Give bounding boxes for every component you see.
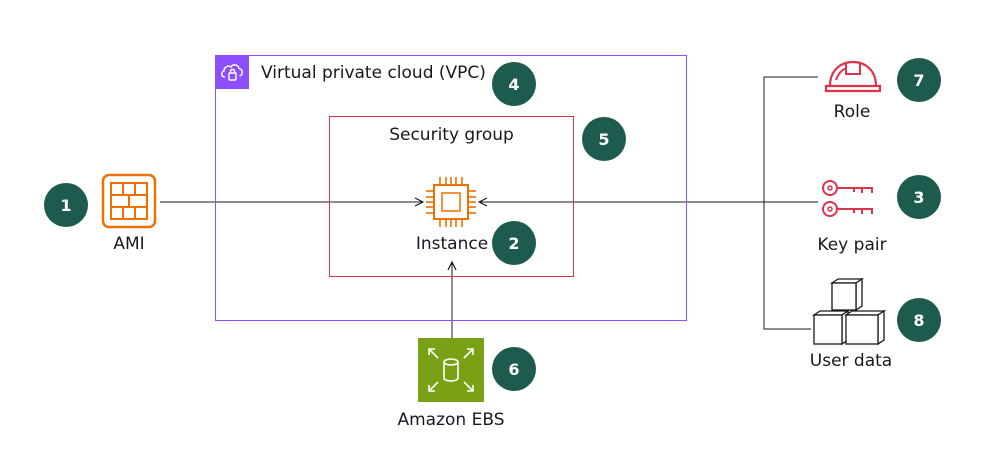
key-pair-step-badge: 3 (897, 175, 941, 219)
ami-label: AMI (113, 234, 145, 254)
ebs-step-badge: 6 (492, 347, 536, 391)
vpc-label: Virtual private cloud (VPC) (261, 63, 486, 83)
hard-hat-icon (824, 58, 882, 98)
key-pair-label: Key pair (817, 235, 887, 255)
user-data-label: User data (809, 351, 893, 371)
instance-step-badge: 2 (492, 221, 536, 265)
instance-label: Instance (415, 234, 489, 254)
ami-icon (101, 173, 157, 233)
vpc-boundary (215, 55, 687, 321)
security-group-step-badge: 5 (582, 117, 626, 161)
right-bracket-connector (763, 76, 818, 330)
security-group-boundary (329, 116, 574, 277)
chip-icon (424, 176, 478, 232)
ebs-icon (418, 338, 484, 406)
ebs-label: Amazon EBS (397, 410, 505, 430)
ami-step-badge: 1 (44, 183, 88, 227)
key-pair-icon (818, 176, 876, 226)
role-label: Role (833, 102, 871, 122)
role-step-badge: 7 (897, 58, 941, 102)
vpc-icon (215, 55, 249, 89)
cubes-icon (811, 271, 888, 351)
user-data-step-badge: 8 (897, 298, 941, 342)
vpc-step-badge: 4 (492, 62, 536, 106)
security-group-label: Security group (389, 125, 514, 145)
